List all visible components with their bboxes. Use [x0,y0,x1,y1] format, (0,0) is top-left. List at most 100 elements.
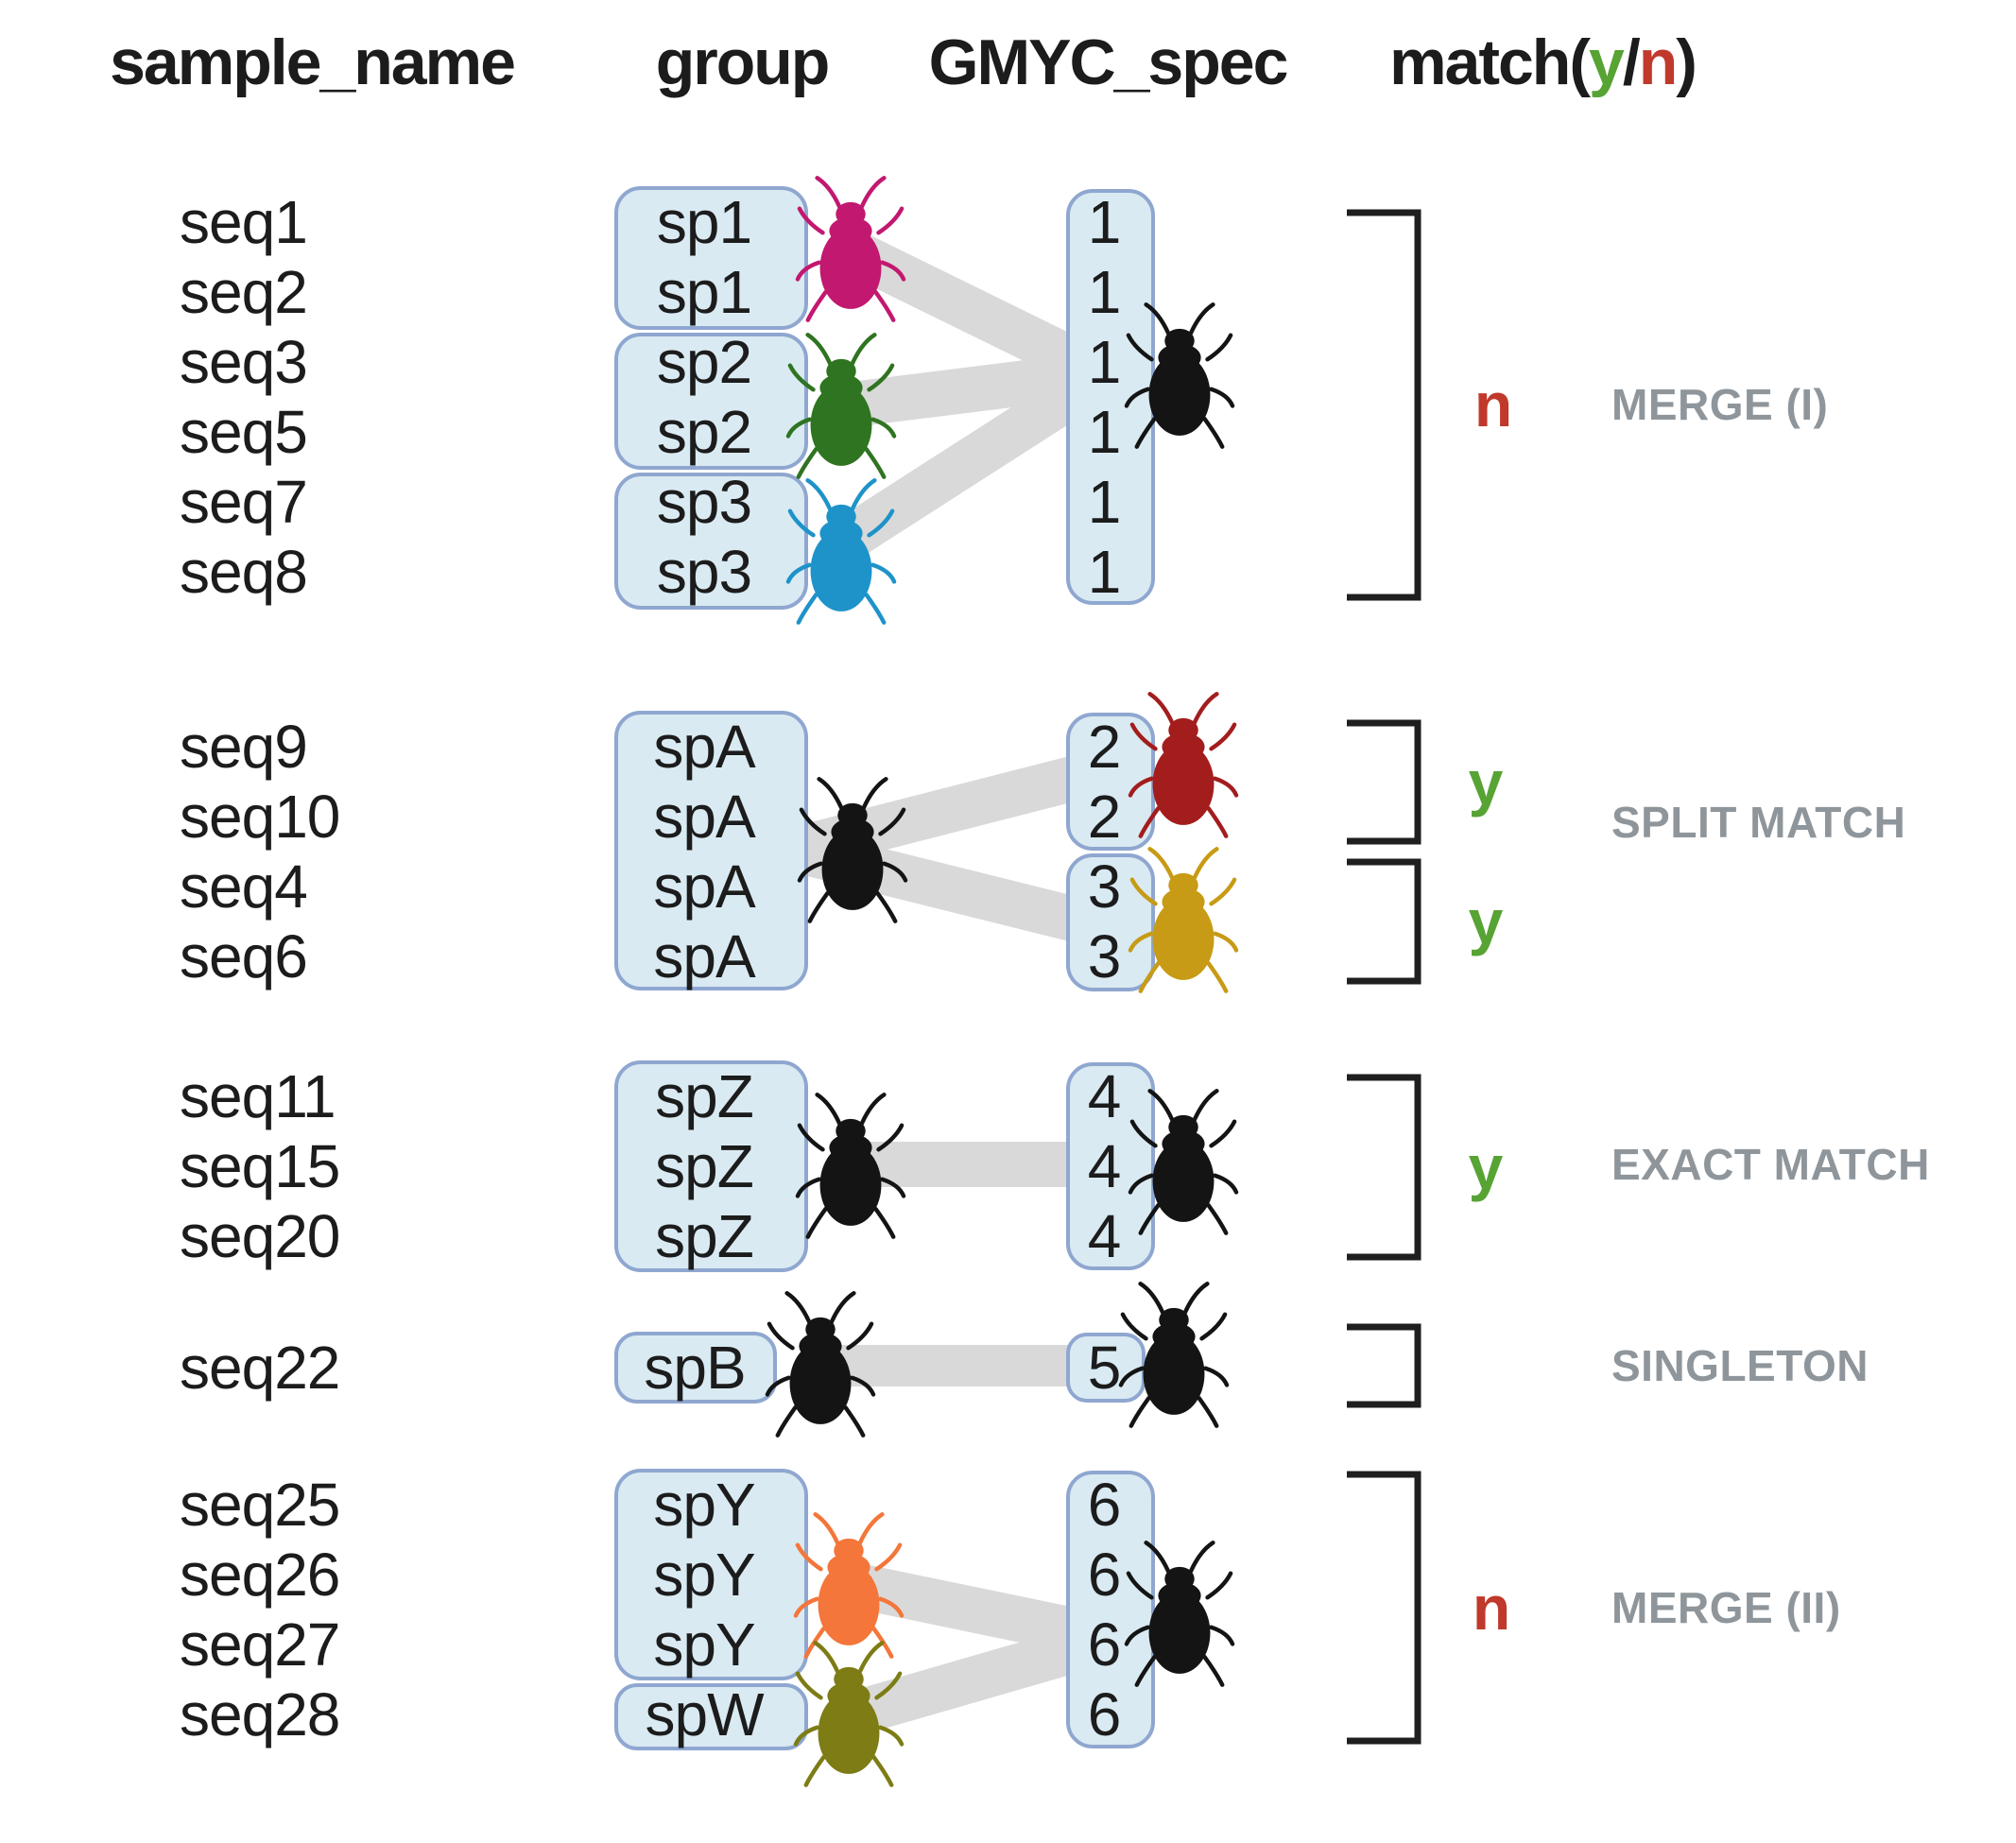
beetle-icon-black-gmyc-6 [1124,1538,1235,1687]
group-label: spA [653,922,755,990]
gmyc-label: 1 [1087,468,1122,536]
sample-label: seq5 [180,398,308,466]
category-label-merge-2: MERGE (II) [1611,1583,1841,1632]
gmyc-label: 1 [1087,188,1122,256]
gmyc-box-1 [1066,189,1155,605]
group-label: sp2 [656,328,752,396]
beetle-icon-green-sp2 [785,330,897,479]
group-box-sp3 [614,473,808,610]
category-label-merge-1: MERGE (I) [1611,380,1829,429]
header-match-y: y [1589,26,1625,98]
bracket-merge-2 [1347,1471,1422,1745]
match-letter-y: y [1468,887,1504,956]
gmyc-label: 3 [1087,853,1122,921]
group-label: spY [653,1541,755,1609]
header-sample-name: sample_name [110,26,516,98]
sample-label: seq6 [180,922,308,990]
beetle-icon-orange-spY [793,1509,905,1659]
beetle-icon-olive-spW [793,1638,905,1787]
header-match-slash: / [1622,26,1641,98]
gmyc-label: 1 [1087,538,1122,606]
bracket-singleton [1347,1323,1422,1408]
gmyc-box-3 [1066,853,1155,991]
group-label: spW [645,1680,765,1748]
header-gmyc-spec: GMYC_spec [928,26,1289,98]
gmyc-label: 5 [1087,1334,1122,1402]
sample-label: seq8 [180,538,308,606]
header-match-n: n [1638,26,1679,98]
group-label: spA [653,783,755,851]
group-label: sp3 [656,538,752,606]
sample-label: seq1 [180,188,308,256]
group-label: sp1 [656,258,752,326]
group-label: spY [653,1471,755,1539]
group-box-sp1 [614,186,808,330]
group-label: spB [644,1334,746,1402]
band-spY-to-6 [853,1563,1092,1656]
gmyc-label: 2 [1087,783,1122,851]
gmyc-box-6 [1066,1471,1155,1748]
header-match-open: match( [1389,26,1591,98]
bracket-split-bottom [1347,858,1422,985]
group-label: spA [653,853,755,921]
sample-label: seq7 [180,468,308,536]
gmyc-label: 4 [1087,1132,1122,1200]
header-match-close: ) [1676,26,1697,98]
band-sp2-to-1 [834,353,1090,429]
group-label: spA [653,713,755,781]
match-letter-n: n [1472,1573,1511,1643]
sample-label: seq9 [180,713,308,781]
beetle-icon-black-spB [765,1288,876,1438]
group-box-sp2 [614,333,808,470]
gmyc-box-4 [1066,1062,1155,1270]
group-box-spB [614,1332,777,1404]
gmyc-label: 3 [1087,922,1122,990]
sample-label: seq25 [180,1471,340,1539]
group-label: spZ [655,1202,754,1270]
category-label-singleton: SINGLETON [1611,1341,1870,1390]
group-label: spZ [655,1062,754,1130]
match-letter-y: y [1468,1132,1504,1202]
category-label-split-match: SPLIT MATCH [1611,798,1906,847]
group-label: spY [653,1610,755,1679]
beetle-icon-darkred-gmyc-2 [1128,689,1239,838]
group-box-spY [614,1469,808,1680]
gmyc-label: 1 [1087,398,1122,466]
sample-label: seq28 [180,1680,340,1748]
gmyc-label: 2 [1087,713,1122,781]
band-spW-to-6 [852,1624,1094,1735]
sample-label: seq22 [180,1334,340,1402]
beetle-icon-gold-gmyc-3 [1128,844,1239,993]
sample-label: seq15 [180,1132,340,1200]
gmyc-label: 6 [1087,1471,1122,1539]
group-box-spW [614,1683,808,1750]
group-box-spA [614,711,808,990]
group-label: spZ [655,1132,754,1200]
sample-label: seq26 [180,1541,340,1609]
beetle-icon-black-spA [797,774,908,923]
beetle-icon-black-spZ [795,1090,906,1239]
gmyc-label: 6 [1087,1541,1122,1609]
group-label: sp2 [656,398,752,466]
sample-label: seq2 [180,258,308,326]
beetle-icon-blue-sp3 [785,475,897,625]
category-label-exact-match: EXACT MATCH [1611,1140,1930,1189]
bracket-merge-1 [1347,209,1422,601]
match-letter-y: y [1468,748,1504,818]
sample-label: seq10 [180,783,340,851]
group-label: sp3 [656,468,752,536]
beetle-icon-magenta-sp1 [795,173,906,322]
beetle-icon-black-gmyc-5 [1118,1279,1230,1428]
sample-label: seq11 [180,1062,336,1130]
header-match: match(y/n) [1389,26,1697,99]
match-letter-n: n [1473,370,1513,439]
beetle-icon-black-gmyc-4 [1128,1086,1239,1235]
sample-label: seq20 [180,1202,340,1270]
band-sp3-to-1 [824,366,1099,566]
sample-label: seq27 [180,1610,340,1679]
beetle-icon-black-gmyc-1 [1124,300,1235,449]
header-group: group [655,26,831,98]
gmyc-label: 4 [1087,1062,1122,1130]
gmyc-label: 6 [1087,1680,1122,1748]
